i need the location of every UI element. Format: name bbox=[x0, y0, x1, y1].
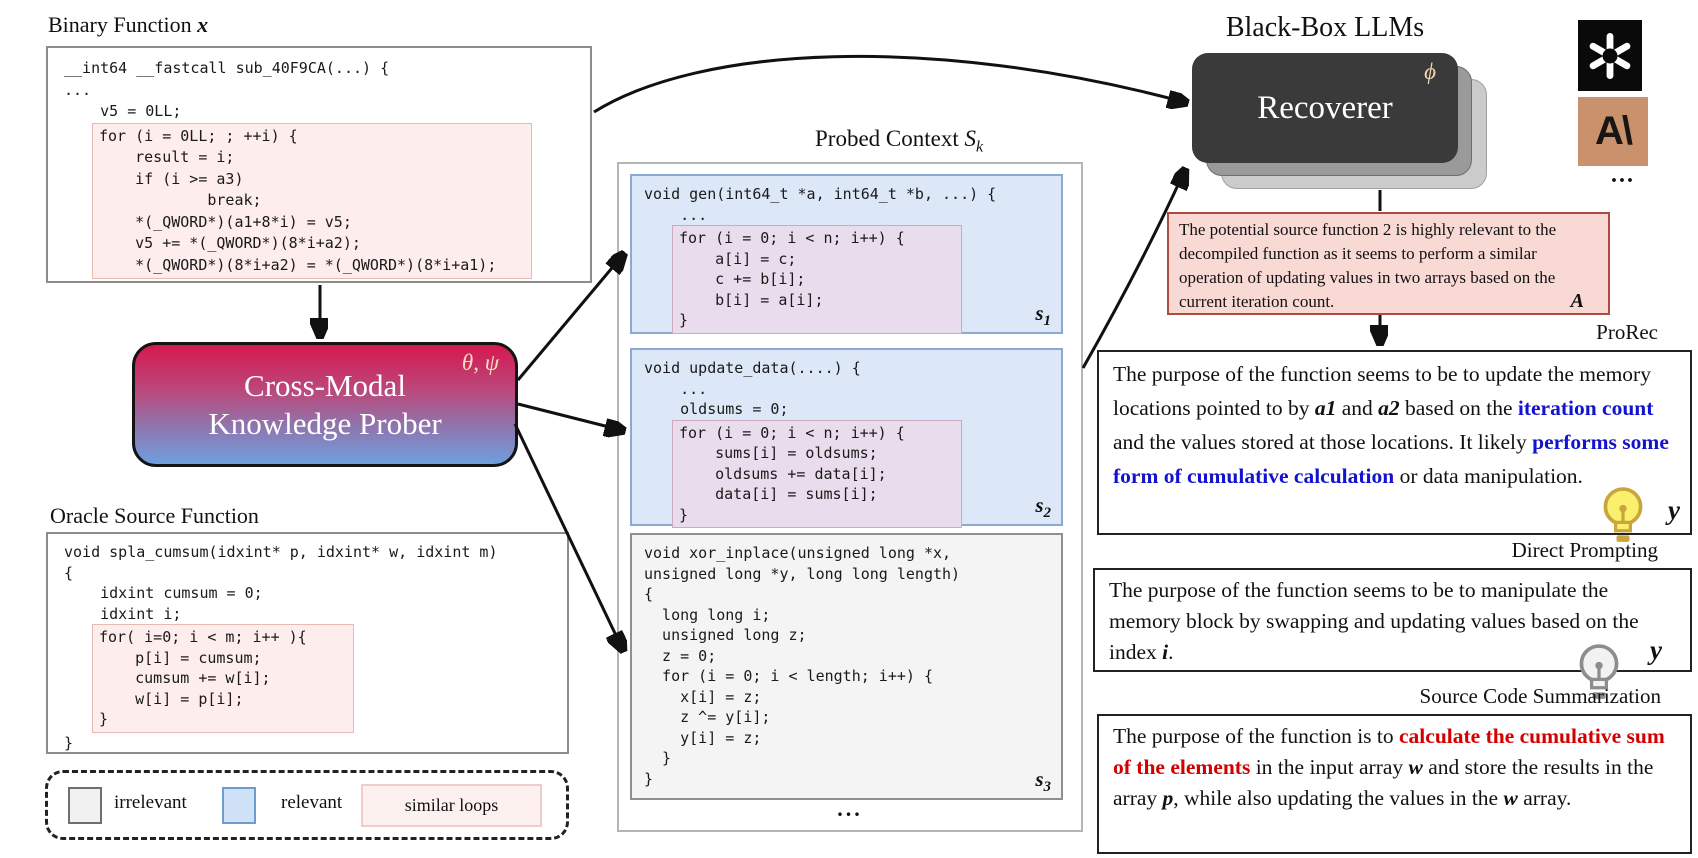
binary-title-var: x bbox=[197, 12, 209, 37]
s3-label: s3 bbox=[1035, 767, 1051, 796]
relevance-assessment-box: The potential source function 2 is highl… bbox=[1167, 212, 1610, 315]
oracle-code-similar-loop: for( i=0; i < m; i++ ){ p[i] = cumsum; c… bbox=[92, 624, 354, 733]
s1-code-similar-loop: for (i = 0; i < n; i++) { a[i] = c; c +=… bbox=[672, 225, 962, 334]
probed-context-title-var: S bbox=[964, 126, 977, 151]
probed-snippet-s2: void update_data(....) { ... oldsums = 0… bbox=[630, 348, 1063, 528]
probed-context-title-sub: k bbox=[976, 138, 984, 156]
s3-label-sub: 3 bbox=[1043, 779, 1052, 795]
recoverer-param-phi: ϕ bbox=[1424, 59, 1436, 84]
source-code-summarization-text: The purpose of the function is to calcul… bbox=[1113, 724, 1665, 810]
legend-similar-loops-label: similar loops bbox=[404, 795, 499, 815]
binary-function-title: Binary Function x bbox=[48, 12, 208, 38]
legend: irrelevant relevant similar loops bbox=[45, 770, 569, 840]
oracle-code-post: } bbox=[64, 733, 74, 752]
binary-title-text: Binary Function bbox=[48, 12, 192, 37]
direct-prompting-output-text: The purpose of the function seems to be … bbox=[1109, 578, 1639, 664]
s3-label-var: s bbox=[1035, 766, 1044, 791]
arrow-binary-to-recoverer bbox=[593, 54, 1184, 114]
direct-prompting-label: Direct Prompting bbox=[1511, 538, 1658, 562]
s1-label: s1 bbox=[1035, 301, 1051, 330]
s1-label-sub: 1 bbox=[1043, 313, 1052, 329]
s2-label: s2 bbox=[1035, 493, 1051, 522]
probed-snippet-s1: void gen(int64_t *a, int64_t *b, ...) { … bbox=[630, 174, 1063, 334]
legend-relevant-label: relevant bbox=[281, 792, 343, 813]
s2-label-var: s bbox=[1035, 492, 1044, 517]
direct-prompting-tag-y: y bbox=[1650, 635, 1662, 665]
lightbulb-unlit-icon bbox=[1579, 644, 1619, 699]
binary-code-pre: __int64 __fastcall sub_40F9CA(...) { ...… bbox=[64, 59, 390, 120]
more-llms-ellipsis: ... bbox=[1611, 162, 1635, 188]
relevance-assessment-tag-A: A bbox=[1570, 290, 1584, 312]
black-box-llms-title: Black-Box LLMs bbox=[1225, 12, 1425, 43]
s1-label-var: s bbox=[1035, 300, 1044, 325]
prober-label-line1: Cross-Modal bbox=[244, 367, 406, 403]
legend-relevant-swatch bbox=[222, 787, 256, 824]
probed-context-ellipsis: ... bbox=[837, 796, 863, 821]
openai-logo-icon bbox=[1578, 20, 1642, 91]
oracle-title-text: Oracle Source Function bbox=[50, 503, 259, 528]
legend-similar-loops-swatch: similar loops bbox=[361, 784, 542, 827]
probed-context-title-text: Probed Context bbox=[815, 126, 959, 151]
source-code-summarization-label: Source Code Summarization bbox=[1419, 684, 1661, 708]
openai-knot-icon bbox=[1589, 32, 1631, 79]
s2-code-pre: void update_data(....) { ... oldsums = 0… bbox=[644, 359, 861, 418]
prorec-output-box: The purpose of the function seems to be … bbox=[1097, 350, 1692, 542]
oracle-source-function-title: Oracle Source Function bbox=[50, 503, 259, 529]
s2-label-sub: 2 bbox=[1043, 505, 1052, 521]
legend-irrelevant-swatch bbox=[68, 787, 102, 824]
recoverer-box: Recoverer ϕ bbox=[1192, 53, 1458, 163]
binary-code-similar-loop: for (i = 0LL; ; ++i) { result = i; if (i… bbox=[92, 122, 532, 279]
prorec-label: ProRec bbox=[1596, 320, 1658, 344]
direct-prompting-output-box: The purpose of the function seems to be … bbox=[1093, 568, 1692, 699]
prober-params-theta-psi: θ, ψ bbox=[461, 350, 499, 375]
recoverer-label: Recoverer bbox=[1257, 89, 1393, 126]
probed-context-title: Probed Context Sk bbox=[815, 126, 983, 157]
prober-label: Cross-Modal Knowledge Prober bbox=[208, 367, 441, 443]
legend-irrelevant-label: irrelevant bbox=[114, 792, 187, 813]
s3-code-lines: void xor_inplace(unsigned long *x, unsig… bbox=[644, 544, 961, 788]
cross-modal-knowledge-prober: Cross-Modal Knowledge Prober θ, ψ bbox=[132, 342, 518, 467]
oracle-code-box: void spla_cumsum(idxint* p, idxint* w, i… bbox=[46, 532, 569, 754]
oracle-code-pre: void spla_cumsum(idxint* p, idxint* w, i… bbox=[64, 543, 498, 623]
lightbulb-lit-icon bbox=[1603, 487, 1643, 542]
source-code-summarization-box: The purpose of the function is to calcul… bbox=[1097, 714, 1692, 854]
binary-code-box: __int64 __fastcall sub_40F9CA(...) { ...… bbox=[46, 46, 592, 283]
prober-label-line2: Knowledge Prober bbox=[208, 405, 442, 441]
anthropic-logo-icon: A\ bbox=[1578, 97, 1648, 166]
s2-code-similar-loop: for (i = 0; i < n; i++) { sums[i] = olds… bbox=[672, 419, 962, 528]
anthropic-logo-text: A\ bbox=[1595, 109, 1633, 153]
arrow-prober-to-s2 bbox=[517, 402, 621, 430]
prorec-output-text: The purpose of the function seems to be … bbox=[1113, 362, 1669, 488]
relevance-assessment-text: The potential source function 2 is highl… bbox=[1179, 220, 1557, 311]
s1-code-pre: void gen(int64_t *a, int64_t *b, ...) { … bbox=[644, 185, 997, 224]
probed-snippet-s3: void xor_inplace(unsigned long *x, unsig… bbox=[630, 533, 1063, 800]
prorec-output-tag-y: y bbox=[1668, 495, 1680, 525]
